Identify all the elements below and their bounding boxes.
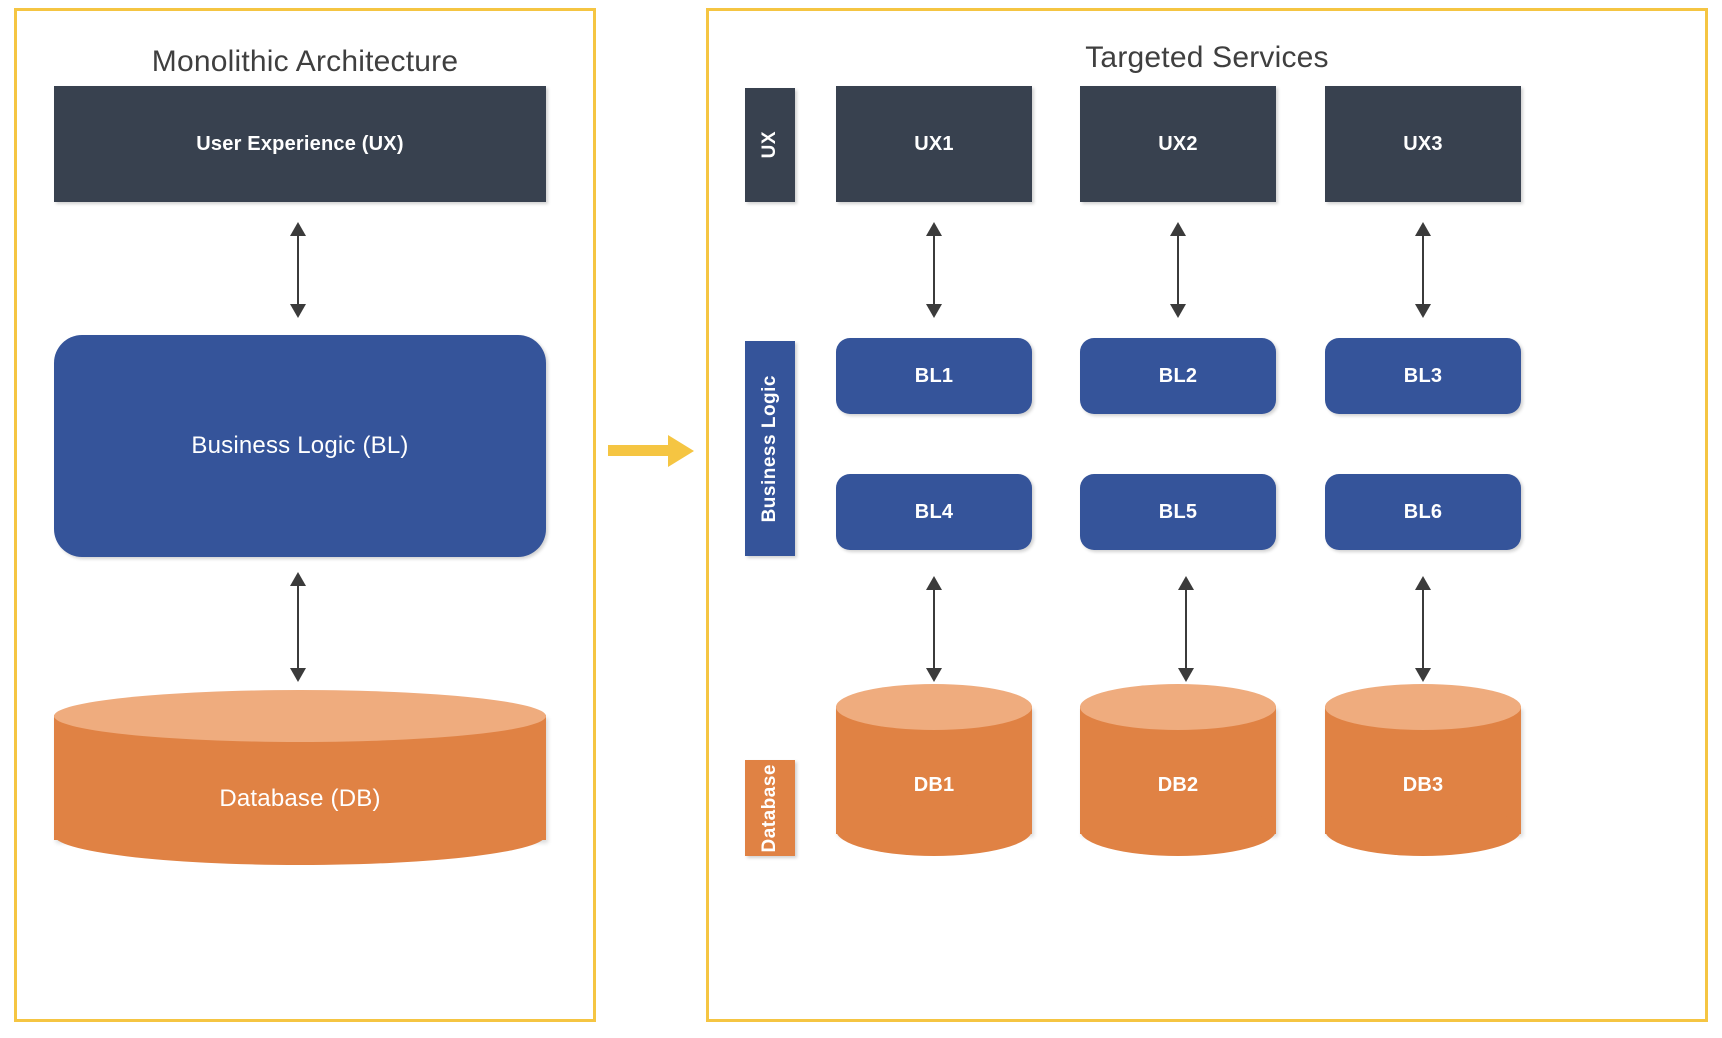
- node-label-db3: DB3: [1402, 774, 1444, 796]
- arrowhead-up: [926, 576, 942, 590]
- node-bl3[interactable]: BL3: [1325, 338, 1521, 414]
- arrowhead-up: [1415, 576, 1431, 590]
- cylinder-bottom: [1080, 804, 1276, 856]
- cylinder-bottom: [1325, 804, 1521, 856]
- node-label-bl2: BL2: [1158, 364, 1198, 387]
- cylinder-bottom: [54, 805, 546, 865]
- double-headed-arrow-icon-ux2-bl2: [1162, 222, 1194, 318]
- node-label-ux: User Experience (UX): [196, 132, 404, 155]
- database-cylinder-icon-db3[interactable]: DB3: [1325, 684, 1521, 856]
- arrowhead-up: [290, 572, 306, 586]
- node-label-ux1: UX1: [914, 132, 954, 155]
- arrowhead-up: [1170, 222, 1186, 236]
- node-bl2[interactable]: BL2: [1080, 338, 1276, 414]
- node-ux3[interactable]: UX3: [1325, 86, 1521, 202]
- node-label-db2: DB2: [1157, 774, 1199, 796]
- arrow-shaft: [297, 232, 299, 308]
- arrowhead-down: [1170, 304, 1186, 318]
- node-bl6[interactable]: BL6: [1325, 474, 1521, 550]
- layer-label-ux-text: UX: [759, 131, 780, 159]
- node-label-bl1: BL1: [914, 364, 954, 387]
- layer-label-db-text: Database: [759, 763, 780, 853]
- double-headed-arrow-icon-bl4-db1: [918, 576, 950, 682]
- double-headed-arrow-icon-ux3-bl3: [1407, 222, 1439, 318]
- database-cylinder-icon-db[interactable]: Database (DB): [54, 690, 546, 865]
- arrowhead-up: [1415, 222, 1431, 236]
- database-cylinder-icon-db1[interactable]: DB1: [836, 684, 1032, 856]
- arrow-shaft: [933, 586, 935, 672]
- node-bl4[interactable]: BL4: [836, 474, 1032, 550]
- page-title-monolithic: Monolithic Architecture: [151, 45, 459, 78]
- arrowhead-down: [1415, 304, 1431, 318]
- node-label-bl3: BL3: [1403, 364, 1443, 387]
- right-arrow-icon-transition: [608, 430, 700, 472]
- arrow-shaft: [1185, 586, 1187, 672]
- node-label-ux3: UX3: [1403, 132, 1443, 155]
- cylinder-top: [836, 684, 1032, 730]
- cylinder-top: [54, 690, 546, 742]
- node-label-db1: DB1: [913, 774, 955, 796]
- arrow-shaft: [1422, 586, 1424, 672]
- arrowhead-down: [290, 304, 306, 318]
- arrow-shaft: [1422, 232, 1424, 308]
- arrowhead-down: [926, 668, 942, 682]
- node-label-ux2: UX2: [1158, 132, 1198, 155]
- arrowhead-up: [1178, 576, 1194, 590]
- layer-label-business-logic: Business Logic: [745, 341, 795, 556]
- node-label-db: Database (DB): [219, 785, 381, 812]
- arrowhead-down: [1415, 668, 1431, 682]
- arrowhead-down: [926, 304, 942, 318]
- layer-label-ux: UX: [745, 88, 795, 202]
- arrowhead-down: [290, 668, 306, 682]
- database-cylinder-icon-db2[interactable]: DB2: [1080, 684, 1276, 856]
- node-business-logic[interactable]: Business Logic (BL): [54, 335, 546, 557]
- node-label-bl5: BL5: [1158, 500, 1198, 523]
- node-user-experience[interactable]: User Experience (UX): [54, 86, 546, 202]
- double-headed-arrow-icon-bl6-db3: [1407, 576, 1439, 682]
- cylinder-top: [1080, 684, 1276, 730]
- double-headed-arrow-icon-bl5-db2: [1170, 576, 1202, 682]
- node-label-bl6: BL6: [1403, 500, 1443, 523]
- transition-arrow-shaft: [608, 445, 670, 456]
- arrow-shaft: [297, 582, 299, 672]
- transition-arrow-head: [668, 435, 694, 467]
- layer-label-bl-text: Business Logic: [759, 374, 780, 523]
- arrow-shaft: [933, 232, 935, 308]
- arrowhead-down: [1178, 668, 1194, 682]
- arrowhead-up: [926, 222, 942, 236]
- node-ux1[interactable]: UX1: [836, 86, 1032, 202]
- node-label-bl: Business Logic (BL): [191, 432, 409, 459]
- arrow-shaft: [1177, 232, 1179, 308]
- cylinder-top: [1325, 684, 1521, 730]
- node-ux2[interactable]: UX2: [1080, 86, 1276, 202]
- node-bl1[interactable]: BL1: [836, 338, 1032, 414]
- double-headed-arrow-icon-ux-bl: [282, 222, 314, 318]
- double-headed-arrow-icon-bl-db: [282, 572, 314, 682]
- node-bl5[interactable]: BL5: [1080, 474, 1276, 550]
- arrowhead-up: [290, 222, 306, 236]
- double-headed-arrow-icon-ux1-bl1: [918, 222, 950, 318]
- node-label-bl4: BL4: [914, 500, 954, 523]
- page-title-targeted: Targeted Services: [1085, 41, 1329, 74]
- cylinder-bottom: [836, 804, 1032, 856]
- layer-label-database: Database: [745, 760, 795, 856]
